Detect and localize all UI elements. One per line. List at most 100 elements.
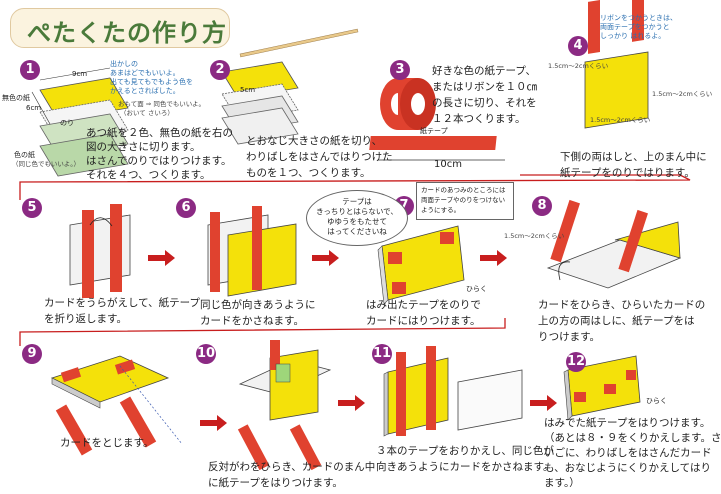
arrow-9-10	[200, 415, 227, 431]
step3-text-4: １２本つくります。	[432, 113, 526, 125]
step1-dim-width: 9cm	[72, 70, 88, 78]
step7-note-1: カードのあつみのところには	[421, 186, 506, 194]
step1-text-3: はさんでのりではりつけます。	[86, 155, 232, 167]
step-number-11: 11	[372, 344, 392, 364]
step6-text-2: カードをかさねます。	[200, 315, 304, 327]
step12-text-3: いごに、わりばしをはさんだカード	[544, 447, 712, 459]
step-number-12: 12	[566, 352, 586, 372]
step-number-10: 10	[196, 344, 216, 364]
step12-text-5: ます。）	[544, 477, 580, 489]
step7-note-2: 両面テープやのりをつけない	[421, 196, 506, 204]
step3-text-2: またはリボンを１０㎝	[432, 81, 537, 93]
step1-illustration	[31, 67, 129, 177]
step2-illustration	[221, 28, 359, 145]
page-title: ぺたくたの作り方	[27, 19, 227, 47]
step3-label-tape: 紙テープ	[420, 127, 448, 135]
tape-strip	[369, 136, 497, 150]
step2-dim: 5cm	[240, 86, 256, 94]
step1-note-4: かえるとさればした。	[110, 87, 180, 95]
step1-label-colorless: 無色の紙	[2, 94, 30, 102]
step7-note-3: ようにする。	[421, 206, 461, 214]
green-card	[39, 133, 129, 177]
step12-text-2: （あとは８・９をくりかえします。さ	[544, 432, 721, 444]
step5-text-1: カードをうらがえして、紙テープ	[44, 297, 201, 309]
step6-text-1: 同じ色が向きあうように	[200, 299, 316, 311]
dim-line-w	[39, 67, 111, 81]
step3-illustration	[369, 78, 505, 161]
step-number-5: 5	[22, 198, 42, 218]
step8-dim: 1.5cm〜2cmくらい	[504, 232, 565, 240]
arrow-5-6	[148, 250, 175, 266]
step4-dim-2: 1.5cm〜2cmくらい	[652, 90, 713, 98]
step-number-8: 8	[532, 196, 552, 216]
step12-label-open: ひらく	[646, 397, 667, 405]
step7-text-2: カードにはりつけます。	[366, 315, 481, 327]
step11-text-2: 向きあうようにカードをかさねます。	[376, 461, 554, 473]
step7-bubble-3: ゆゆうをもたせて	[327, 217, 387, 226]
step4-illustration	[520, 0, 680, 176]
step9-illustration	[50, 355, 183, 456]
step4-text-1: 下側の両はしと、上のまん中に	[560, 151, 707, 163]
step8-illustration	[546, 199, 682, 289]
step8-text-3: りつけます。	[538, 331, 601, 343]
step6-illustration	[207, 206, 297, 297]
step4-text-2: 紙テープをのりではります。	[560, 167, 695, 179]
step8-text-1: カードをひらき、ひらいたカードの	[538, 299, 706, 311]
step9-text-1: カードをとじます。	[60, 437, 154, 449]
step3-text-3: の長さに切り、それを	[432, 97, 537, 109]
step7-note-box: カードのあつみのところには 両面テープやのりをつけない ようにする。	[416, 182, 514, 220]
title-banner: ぺたくたの作り方	[10, 8, 230, 48]
step-number-4: 4	[568, 36, 588, 56]
step-number-1: 1	[20, 60, 40, 80]
step1-text-1: あつ紙を２色、無色の紙を右の	[86, 127, 233, 139]
step4-note-1: リボンをつかうときは、	[600, 14, 677, 22]
step1-note-2: あまはどでもいいよ。	[110, 69, 180, 77]
step4-dim-1: 1.5cm〜2cmくらい	[548, 62, 609, 70]
step7-illustration	[377, 225, 465, 305]
step4-note-3: しっかり はれるよ。	[600, 32, 666, 40]
step1-dim-height: 6cm	[26, 104, 42, 112]
step7-speech-bubble: テープは きっちりとはらないで、 ゆゆうをもたせて はってくださいね	[306, 190, 408, 246]
illustrations	[19, 0, 691, 471]
step7-label-open: ひらく	[466, 285, 487, 293]
step1-label-paper-note: （同じ色でもいいよ。）	[12, 160, 80, 168]
step4-note-2: 両面テープをつかうと	[600, 23, 670, 31]
step1-text-4: それを４つ、つくります。	[86, 169, 211, 181]
dim-line-h	[31, 91, 51, 125]
step-number-9: 9	[22, 344, 42, 364]
step1-note-5: おもて面 ⇒ 同色でもいいよ。	[118, 100, 206, 108]
step12-text-4: も、おなじようにくりかえしてはり	[544, 462, 711, 474]
step8-text-2: 上の方の両はしに、紙テープをは	[538, 315, 695, 327]
step1-note-1: 出かしの	[110, 60, 138, 68]
step5-text-2: を折り返します。	[44, 313, 127, 325]
step11-text-1: ３本のテープをおりかえし、同じ色が	[376, 445, 554, 457]
step5-illustration	[69, 204, 131, 298]
arrow-7-8	[480, 250, 507, 266]
step2-text-2: わりばしをはさんではりつけた	[246, 151, 393, 163]
step1-text-2: 図の大きさに切ります。	[86, 141, 201, 153]
step2-text-1: とおなじ大きさの紙を切り、	[246, 135, 383, 147]
step12-text-1: はみでた紙テープをはりつけます。	[544, 417, 711, 429]
step-number-3: 3	[390, 60, 410, 80]
step10-text-2: に紙テープをはりつけます。	[208, 477, 343, 489]
step7-bubble-1: テープは	[342, 197, 372, 206]
arrow-10-11	[338, 395, 365, 411]
step10-illustration	[237, 340, 332, 471]
arrow-11-12	[530, 395, 557, 411]
step3-text-1: 好きな色の紙テープ、	[432, 65, 537, 77]
step1-note-3: 出ても見てもでもよう色を	[110, 78, 194, 86]
step4-dim-3: 1.5cm〜2cmくらい	[590, 116, 651, 124]
step10-text-1: 反対がわをひらき、カードのまん中	[208, 461, 376, 473]
arrow-6-7	[312, 250, 339, 266]
step-number-2: 2	[210, 60, 230, 80]
step1-label-glue: のり	[60, 119, 74, 127]
step3-dim: 10cm	[434, 159, 462, 170]
step-number-6: 6	[176, 198, 196, 218]
step1-label-paper: 色の紙	[14, 151, 35, 159]
step11-illustration	[383, 346, 523, 437]
step7-bubble-2: きっちりとはらないで、	[316, 207, 398, 216]
chopstick	[239, 28, 359, 58]
step7-bubble-4: はってくださいね	[327, 227, 387, 236]
step12-illustration	[563, 355, 641, 421]
